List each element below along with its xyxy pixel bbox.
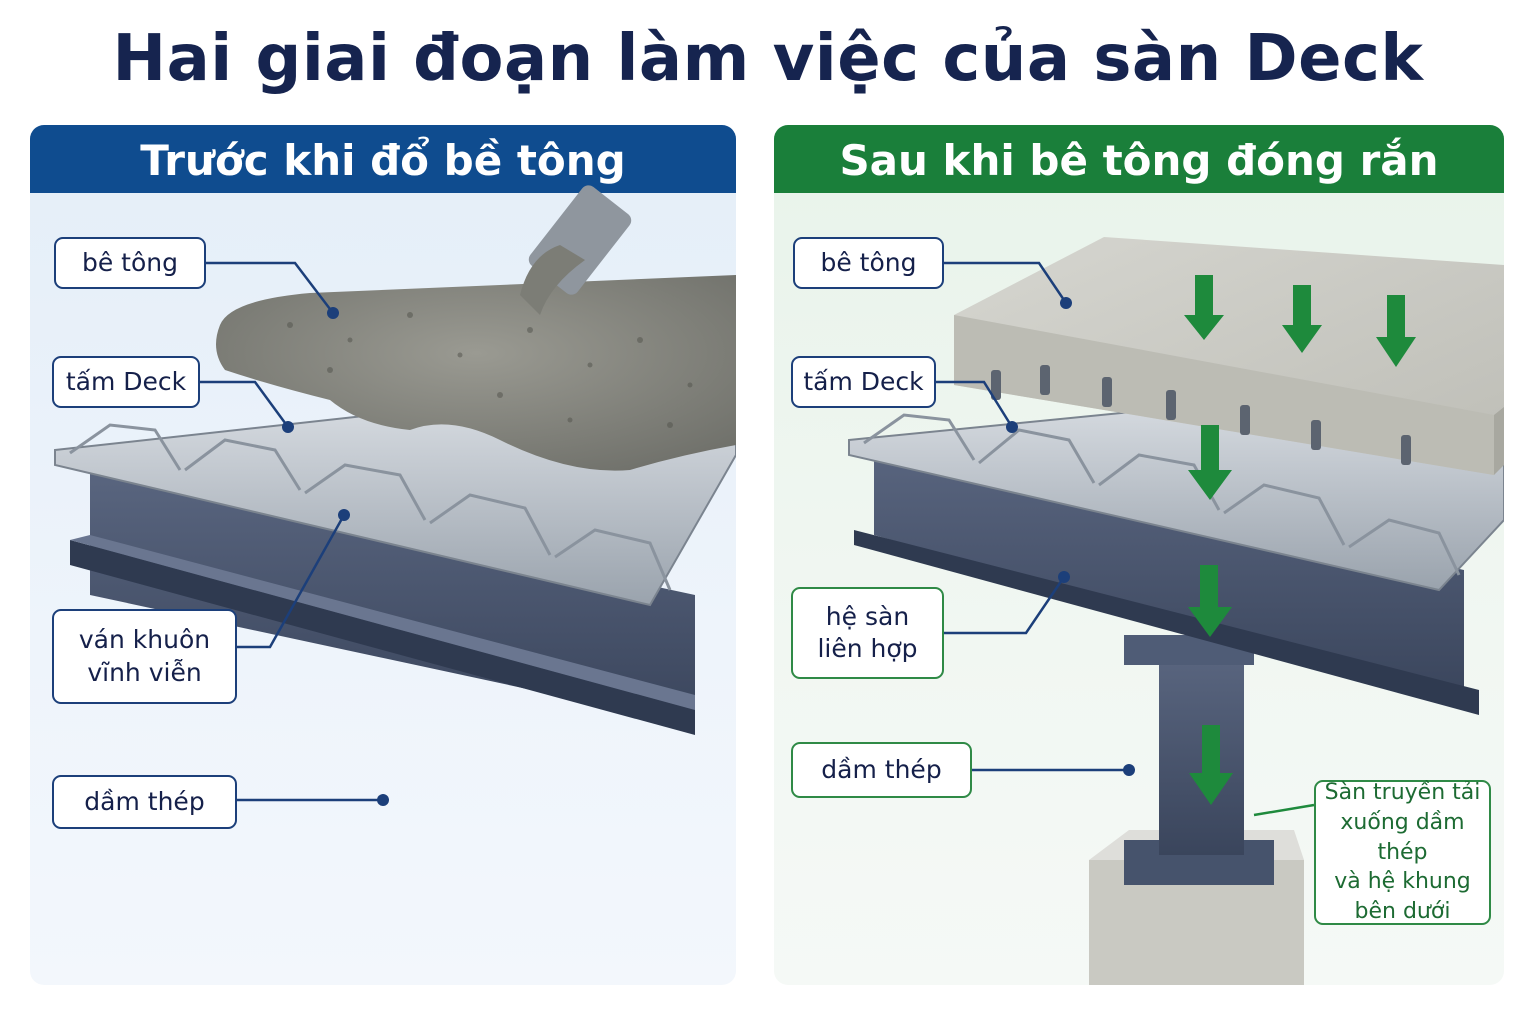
load-arrow-down-icon [1282, 285, 1322, 353]
load-transfer-note: Sàn truyền tải xuống dầm thép và hệ khun… [1314, 780, 1491, 925]
before-pour-illustration [54, 185, 736, 806]
panel-header-after: Sau khi bê tông đóng rắn [774, 125, 1504, 193]
panel-before-pour: Trước khi đổ bề tông [30, 125, 736, 985]
panel-header-before: Trước khi đổ bề tông [30, 125, 736, 193]
load-arrow-down-icon [1184, 275, 1224, 340]
steel-beam-web-after [874, 440, 1464, 700]
label-steel-beam-before: dầm thép [52, 775, 237, 829]
label-concrete-before: bê tông [54, 237, 206, 289]
label-permanent-formwork: ván khuôn vĩnh viễn [52, 609, 237, 704]
shear-studs [991, 365, 1411, 465]
load-arrow-down-icon [1188, 565, 1232, 637]
label-concrete-after: bê tông [793, 237, 944, 289]
label-composite-slab: hệ sàn liên hợp [791, 587, 944, 679]
load-arrow-down-icon [1188, 425, 1232, 500]
label-deck-after: tấm Deck [791, 356, 936, 408]
after-hardening-illustration [848, 237, 1504, 985]
load-arrow-down-icon [1189, 725, 1233, 805]
steel-beam-flange-bottom [70, 540, 695, 735]
panel-after-hardening: Sau khi bê tông đóng rắn [774, 125, 1504, 985]
concrete-footing [1089, 860, 1304, 985]
deck-ribs [69, 423, 672, 591]
deck-ribs-after [863, 413, 1461, 576]
label-steel-beam-after: dầm thép [791, 742, 972, 798]
load-arrows [1184, 275, 1416, 805]
page-title: Hai giai đoạn làm việc của sàn Deck [112, 22, 1424, 96]
label-deck-before: tấm Deck [52, 356, 200, 408]
concrete-texture [287, 312, 693, 428]
wet-concrete-mass [216, 275, 736, 471]
steel-column [1159, 650, 1244, 855]
leader-lines-after [936, 261, 1129, 772]
load-arrow-down-icon [1376, 295, 1416, 367]
steel-beam-flange-bottom-after [854, 530, 1479, 715]
leader-lines [200, 261, 383, 802]
